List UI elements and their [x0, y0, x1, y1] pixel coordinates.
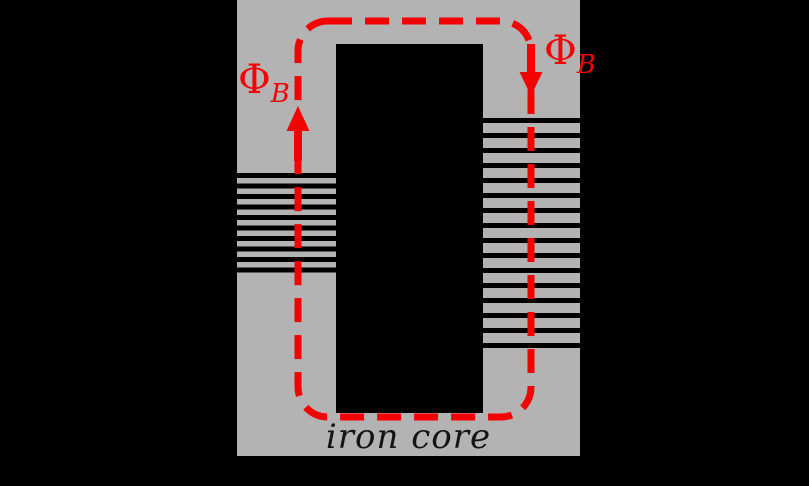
iron-core-caption: iron core: [325, 417, 492, 457]
flux-left-subscript: B: [270, 79, 290, 109]
flux-label-right: ΦB: [544, 31, 596, 78]
flux-right-subscript: B: [576, 50, 596, 80]
secondary-winding: [483, 118, 580, 350]
flux-right-symbol: Φ: [544, 28, 577, 74]
core-window: [336, 44, 483, 413]
down-arrow-icon: [519, 72, 543, 96]
flux-dashed-loop: [294, 17, 535, 421]
primary-winding: [237, 173, 336, 278]
up-arrow-icon: [286, 106, 310, 131]
flux-left-symbol: Φ: [238, 57, 271, 103]
flux-label-left: ΦB: [238, 60, 290, 107]
